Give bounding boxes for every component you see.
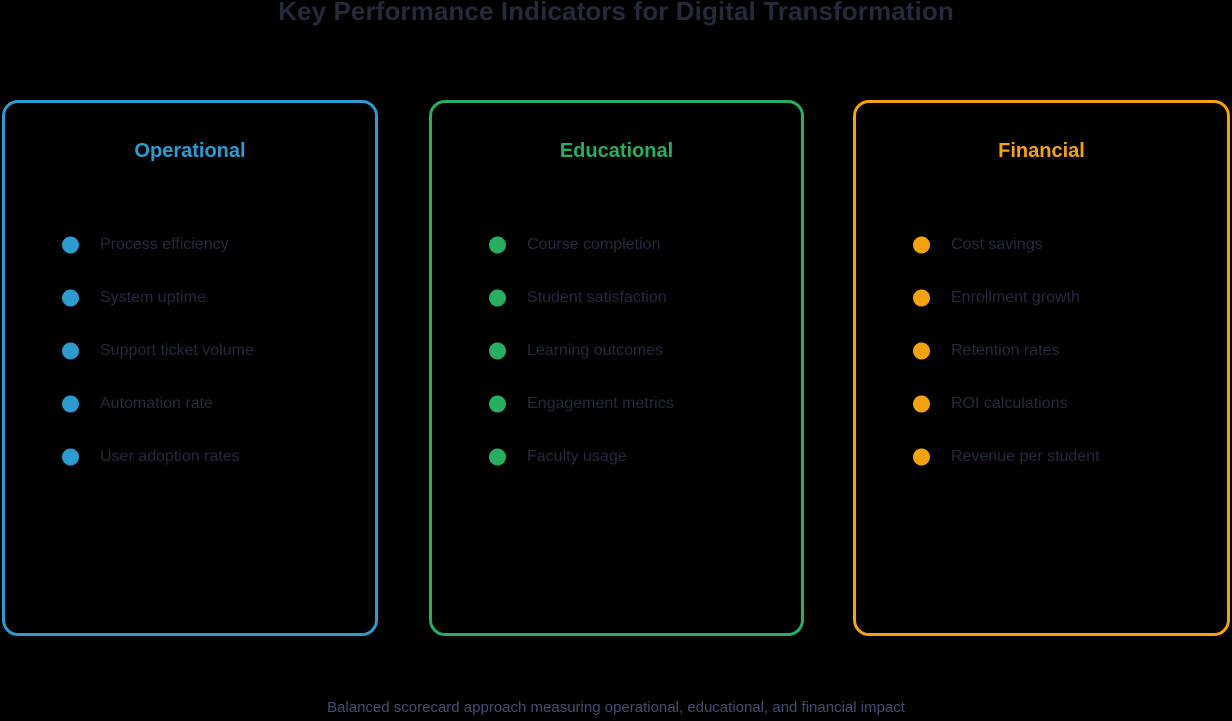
list-item: Support ticket volume — [5, 324, 375, 377]
list-item: Retention rates — [856, 324, 1227, 377]
list-item-label: Support ticket volume — [100, 341, 254, 359]
list-item-label: Learning outcomes — [527, 341, 664, 359]
list-item-label: Retention rates — [951, 341, 1060, 359]
card-title-financial: Financial — [998, 140, 1085, 162]
kpi-card-row: Operational Process efficiency System up… — [0, 100, 1232, 636]
kpi-list-financial: Cost savings Enrollment growth Retention… — [856, 218, 1227, 483]
card-title-operational: Operational — [134, 140, 246, 162]
bullet-dot-icon — [913, 289, 930, 306]
bullet-dot-icon — [489, 448, 506, 465]
bullet-dot-icon — [489, 289, 506, 306]
kpi-card-financial: Financial Cost savings Enrollment growth… — [853, 100, 1230, 636]
kpi-list-operational: Process efficiency System uptime Support… — [5, 218, 375, 483]
bullet-dot-icon — [489, 395, 506, 412]
bullet-dot-icon — [62, 342, 79, 359]
list-item: Enrollment growth — [856, 271, 1227, 324]
list-item-label: Course completion — [527, 235, 661, 253]
bullet-dot-icon — [62, 395, 79, 412]
list-item: ROI calculations — [856, 377, 1227, 430]
list-item: Learning outcomes — [432, 324, 801, 377]
list-item-label: Process efficiency — [100, 235, 229, 253]
bullet-dot-icon — [489, 236, 506, 253]
kpi-list-educational: Course completion Student satisfaction L… — [432, 218, 801, 483]
list-item: Cost savings — [856, 218, 1227, 271]
bullet-dot-icon — [913, 395, 930, 412]
list-item: System uptime — [5, 271, 375, 324]
bullet-dot-icon — [489, 342, 506, 359]
kpi-card-educational: Educational Course completion Student sa… — [429, 100, 804, 636]
list-item: Automation rate — [5, 377, 375, 430]
list-item-label: Faculty usage — [527, 447, 627, 465]
list-item: Faculty usage — [432, 430, 801, 483]
list-item: Revenue per student — [856, 430, 1227, 483]
bullet-dot-icon — [62, 448, 79, 465]
list-item: Engagement metrics — [432, 377, 801, 430]
bullet-dot-icon — [62, 289, 79, 306]
bullet-dot-icon — [62, 236, 79, 253]
list-item-label: Enrollment growth — [951, 288, 1080, 306]
list-item-label: Revenue per student — [951, 447, 1100, 465]
list-item-label: Cost savings — [951, 235, 1043, 253]
list-item: Process efficiency — [5, 218, 375, 271]
list-item-label: Student satisfaction — [527, 288, 667, 306]
list-item-label: ROI calculations — [951, 394, 1068, 412]
bullet-dot-icon — [913, 448, 930, 465]
footer-caption: Balanced scorecard approach measuring op… — [327, 699, 905, 716]
list-item-label: Automation rate — [100, 394, 213, 412]
list-item: Course completion — [432, 218, 801, 271]
bullet-dot-icon — [913, 342, 930, 359]
card-title-educational: Educational — [559, 140, 674, 162]
bullet-dot-icon — [913, 236, 930, 253]
list-item: Student satisfaction — [432, 271, 801, 324]
list-item-label: Engagement metrics — [527, 394, 674, 412]
kpi-card-operational: Operational Process efficiency System up… — [2, 100, 378, 636]
list-item-label: System uptime — [100, 288, 206, 306]
page-title: Key Performance Indicators for Digital T… — [278, 0, 954, 26]
list-item-label: User adoption rates — [100, 447, 240, 465]
list-item: User adoption rates — [5, 430, 375, 483]
